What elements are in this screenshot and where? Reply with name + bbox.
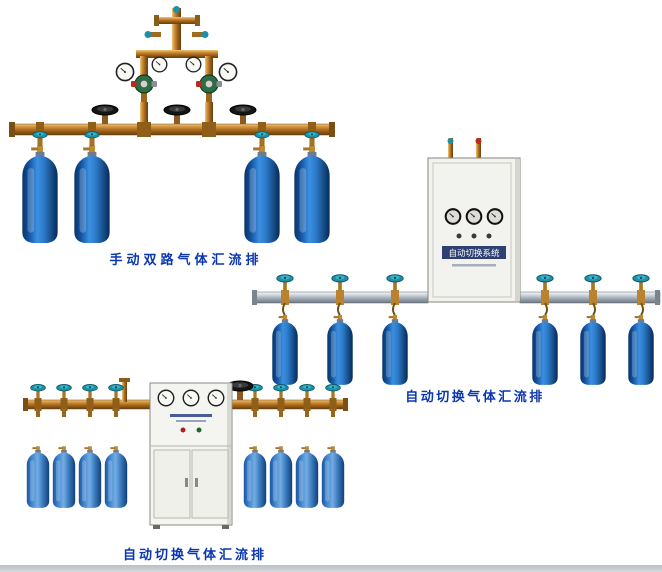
valve-handwheel-teal-icon xyxy=(30,384,46,399)
product-manual-dual[interactable]: 手动双路气体汇流排 xyxy=(8,6,343,267)
gas-cylinder xyxy=(78,446,102,508)
control-cabinet: 自动切换系统 xyxy=(427,157,521,303)
cabinet-gauge-icon xyxy=(207,389,225,407)
cabinet-gauge-icon xyxy=(465,208,483,225)
inlet-valve-knob-icon xyxy=(447,138,454,144)
cylinder-connections xyxy=(36,409,335,417)
door-handle-icon xyxy=(185,478,188,487)
gas-cylinder xyxy=(295,446,319,508)
gas-cylinder xyxy=(327,315,353,385)
valve-handwheel-teal-icon xyxy=(331,274,349,291)
gas-cylinder xyxy=(580,315,606,385)
cabinet-title: 自动切换系统 xyxy=(448,248,500,258)
cabinet-gauge-icon xyxy=(444,208,462,225)
gas-cylinder xyxy=(104,446,128,508)
gas-cylinder xyxy=(321,446,345,508)
cabinet-gauge-icon xyxy=(157,389,175,407)
valve-handwheel-teal-icon xyxy=(32,131,48,146)
connection-hoses xyxy=(282,302,644,316)
door-handle-icon xyxy=(195,478,198,487)
side-valve-knob-icon xyxy=(201,31,209,38)
valve-handwheel-teal-icon xyxy=(584,274,602,291)
valve-handwheel-teal-icon xyxy=(273,384,289,399)
valve-handwheel-teal-icon xyxy=(299,384,315,399)
valve-handwheel-black-icon xyxy=(91,104,119,125)
valve-handwheel-teal-icon xyxy=(108,384,124,399)
cabinet-inlet-pipes xyxy=(447,138,482,160)
pressure-gauge-icon xyxy=(185,56,202,73)
inlet-valve-knob-icon xyxy=(475,138,482,144)
auto-switch-floor-image xyxy=(23,378,348,529)
gas-cylinder xyxy=(382,315,408,385)
pressure-regulators xyxy=(115,56,238,126)
product-auto-switch-wall[interactable]: 自动切换系统 自动切换气体汇流排 xyxy=(252,138,662,404)
valve-handwheel-teal-icon xyxy=(56,384,72,399)
regulator-icon xyxy=(131,74,157,104)
valve-handwheel-teal-icon xyxy=(276,274,294,291)
gas-cylinder xyxy=(52,446,76,508)
cabinet-door xyxy=(153,449,191,519)
gas-cylinder xyxy=(26,446,50,508)
pressure-gauge-icon xyxy=(151,56,168,73)
gas-cylinder xyxy=(22,146,58,244)
indicator-light-icon xyxy=(486,233,492,239)
product-caption: 自动切换气体汇流排 xyxy=(122,547,268,562)
inlet-valve-knob-icon xyxy=(173,6,180,13)
manifold-pipe xyxy=(23,378,348,411)
manifold-pipe xyxy=(9,122,335,137)
pressure-gauge-icon xyxy=(115,62,135,82)
valve-handwheel-teal-icon xyxy=(632,274,650,291)
indicator-light-icon xyxy=(471,233,477,239)
valve-handwheel-teal-icon xyxy=(386,274,404,291)
pressure-gauge-icon xyxy=(218,62,238,82)
indicator-light-icon xyxy=(180,427,186,433)
cylinder-connections xyxy=(32,131,320,147)
valve-handwheel-teal-icon xyxy=(325,384,341,399)
product-caption: 手动双路气体汇流排 xyxy=(109,252,263,267)
auto-switch-wall-image: 自动切换系统 xyxy=(252,138,661,385)
page-bottom-divider xyxy=(0,565,662,572)
gas-cylinder xyxy=(269,446,293,508)
gas-cylinder xyxy=(272,315,298,385)
gas-cylinder xyxy=(243,446,267,508)
valve-handwheel-black-icon xyxy=(163,104,191,125)
valve-handwheel-teal-icon xyxy=(82,384,98,399)
cabinet-label-plate xyxy=(442,246,506,259)
product-caption: 自动切换气体汇流排 xyxy=(405,389,545,404)
cabinet-gauge-icon xyxy=(182,389,200,407)
gas-cylinder xyxy=(74,146,110,244)
inlet-assembly xyxy=(136,6,218,80)
valve-handwheel-black-icon xyxy=(229,104,257,125)
valve-handwheel-teal-icon xyxy=(536,274,554,291)
gas-cylinder xyxy=(532,315,558,385)
control-cabinet xyxy=(149,382,233,529)
indicator-light-icon xyxy=(196,427,202,433)
product-auto-switch-floor[interactable]: 自动切换气体汇流排 xyxy=(20,376,355,562)
cabinet-gauge-icon xyxy=(486,208,504,225)
indicator-light-icon xyxy=(456,233,462,239)
manual-dual-manifold-image xyxy=(9,6,335,244)
gas-cylinder xyxy=(628,315,654,385)
side-valve-knob-icon xyxy=(144,31,152,38)
regulator-icon xyxy=(196,74,222,104)
valve-handwheel-teal-icon xyxy=(84,131,100,146)
